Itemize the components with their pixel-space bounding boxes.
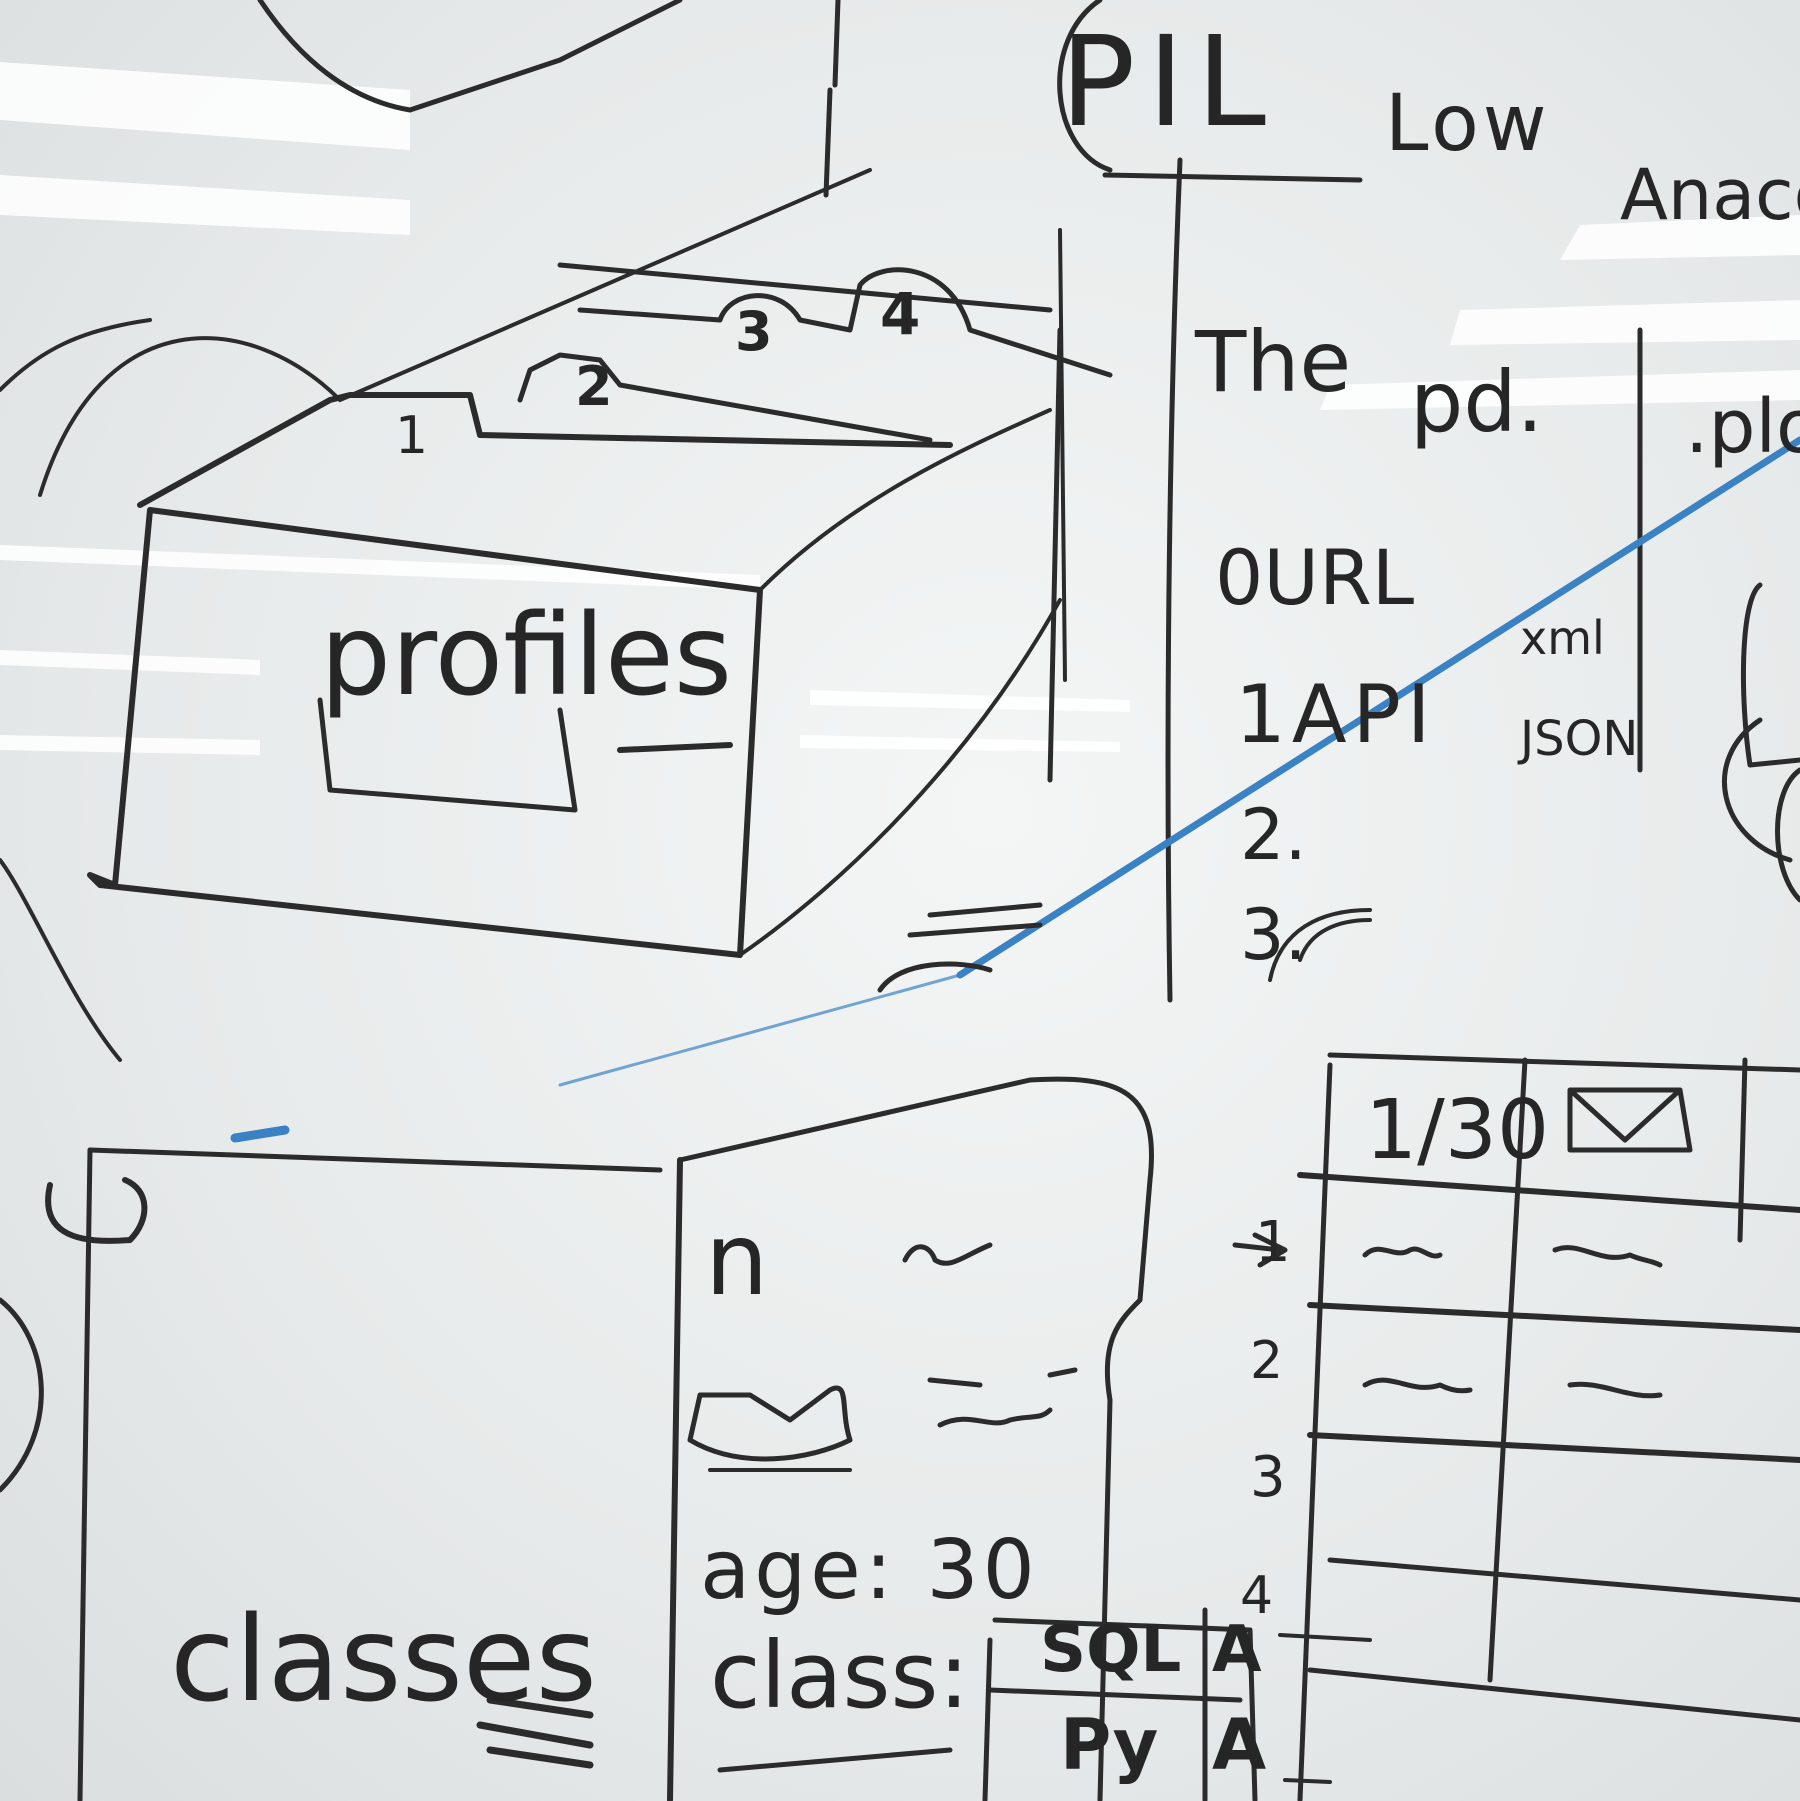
item-3: 3. (1240, 894, 1307, 976)
data-table-sketch (1232, 1052, 1800, 1801)
table-header-date: 1/30 (1365, 1083, 1550, 1178)
folder-tab-4: 4 (880, 280, 921, 348)
profiles-label: profiles (320, 591, 733, 721)
class-row-2-grade: A (1212, 1704, 1267, 1786)
classes-box (0, 1147, 663, 1801)
class-row-2-subject: Py (1060, 1704, 1159, 1786)
folder-tab-2: 2 (575, 355, 613, 418)
table-row-number-1: 1 (1255, 1210, 1291, 1275)
class-row-1-grade: A (1212, 1613, 1262, 1687)
item-2: 2. (1240, 794, 1307, 876)
glare-reflections (0, 62, 1800, 755)
api-item: 1API (1235, 668, 1437, 761)
low-label: Low (1385, 79, 1551, 169)
classes-label: classes (170, 1590, 598, 1728)
card-age: age: 30 (700, 1523, 1039, 1618)
profile-card (667, 1076, 1258, 1801)
table-row-number-4: 4 (1240, 1566, 1274, 1626)
class-row-1-subject: SQL (1040, 1613, 1182, 1687)
url-item: 0URL (1215, 533, 1415, 622)
card-name-key: n (705, 1201, 769, 1318)
card-class-key: class: (710, 1622, 970, 1729)
folder-tab-3: 3 (735, 300, 773, 363)
json-label: JSON (1520, 711, 1639, 767)
table-row-number-3: 3 (1250, 1445, 1286, 1510)
pd-label: pd. (1410, 353, 1544, 451)
the-label: The (1195, 313, 1352, 411)
plo-label: .plo (1685, 384, 1800, 470)
folder-tab-1: 1 (395, 406, 429, 466)
folder-stack (0, 168, 1113, 1062)
anacon-label: Anacon (1620, 154, 1800, 236)
xml-label: xml (1520, 611, 1605, 665)
table-row-number-2: 2 (1250, 1331, 1284, 1391)
pil-label: PIL (1060, 10, 1278, 155)
